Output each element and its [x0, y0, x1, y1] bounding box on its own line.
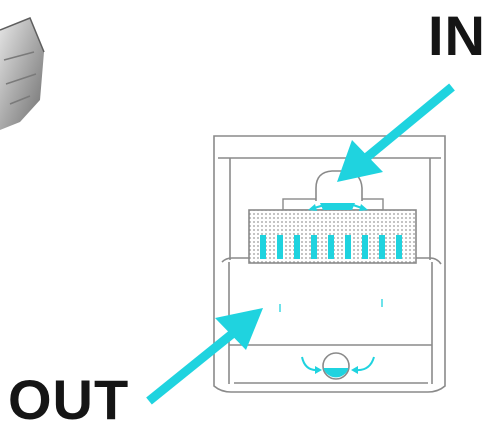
cartridge-bar — [328, 235, 334, 259]
cartridge-bar — [311, 235, 317, 259]
label-in: IN — [428, 8, 486, 64]
cartridge-bar — [396, 235, 402, 259]
product-photo-fragment — [0, 18, 44, 130]
label-out: OUT — [8, 372, 129, 428]
cartridge-bar — [379, 235, 385, 259]
arrow-in-icon — [337, 87, 452, 182]
cartridge-bar — [362, 235, 368, 259]
arrow-out-icon — [149, 308, 263, 401]
cartridge-bar — [345, 235, 351, 259]
cartridge-flow-bars — [260, 235, 402, 259]
drip-indicators — [280, 299, 382, 312]
cartridge-bar — [260, 235, 266, 259]
cartridge-bar — [277, 235, 283, 259]
outlet-ball — [302, 353, 374, 379]
cartridge-bar — [294, 235, 300, 259]
